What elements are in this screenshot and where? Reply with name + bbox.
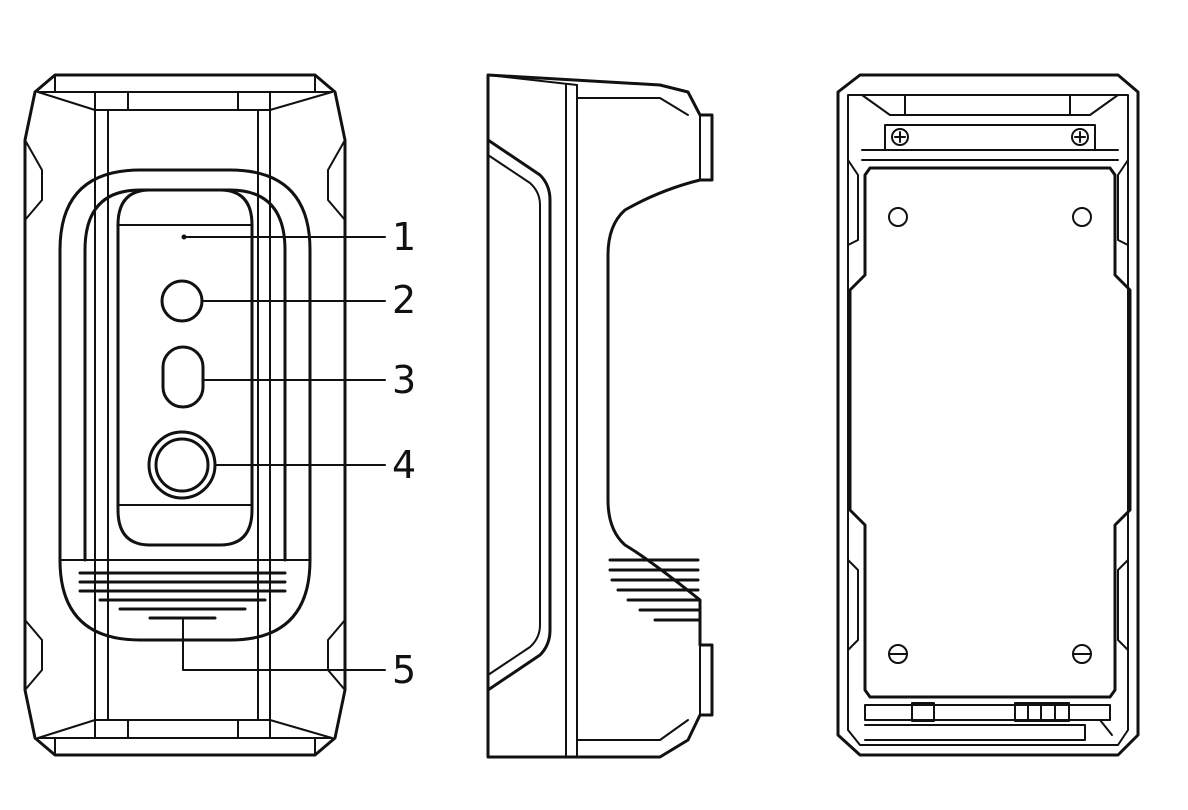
callout-1: 1: [392, 215, 416, 259]
callout-5: 5: [392, 648, 416, 692]
callout-leaders: [182, 236, 386, 671]
side-view: [486, 73, 714, 759]
speaker-grill: [59, 559, 311, 620]
screw-icon: [891, 128, 909, 146]
mounting-hole: [1072, 207, 1092, 227]
back-view: [836, 73, 1140, 757]
callout-4: 4: [392, 443, 416, 487]
camera-lens: [160, 279, 204, 323]
mounting-hole: [888, 207, 908, 227]
indicator-light: [161, 345, 205, 409]
screw-icon: [1071, 128, 1089, 146]
front-view: [23, 73, 347, 757]
call-button: [147, 430, 217, 500]
callout-2: 2: [392, 278, 416, 322]
callout-3: 3: [392, 358, 416, 402]
microphone-hole: [181, 234, 187, 240]
terminal-block: [911, 702, 935, 722]
